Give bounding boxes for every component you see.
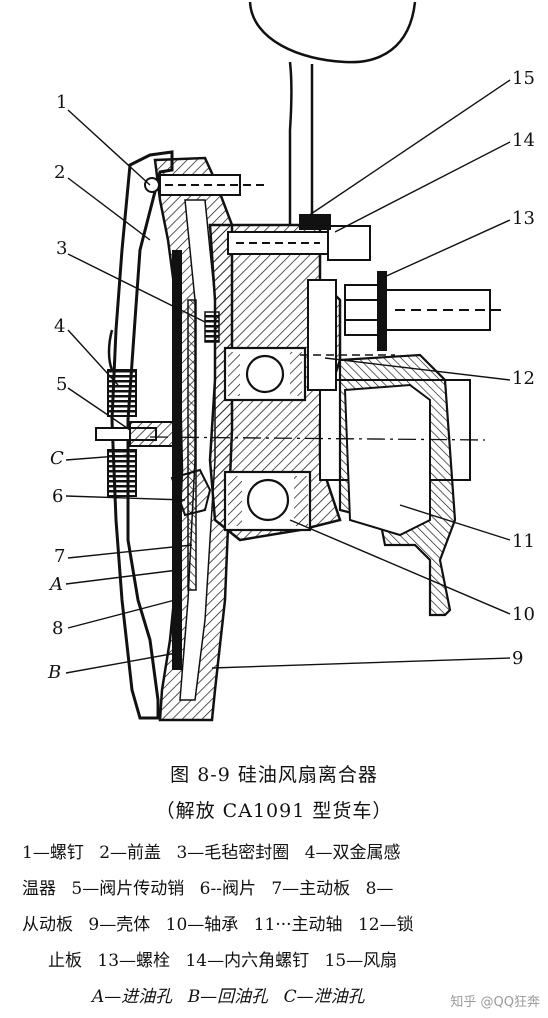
legend-item: 13—螺栓 [97, 951, 171, 971]
bearing-lower [223, 470, 312, 532]
legend-line-4: 止板 13—螺栓 14—内六角螺钉 15—风扇 [48, 946, 407, 971]
screw-1 [144, 174, 265, 196]
figure-title: 图 8-9 硅油风扇离合器 [170, 764, 378, 786]
callout-2: 2 [54, 162, 65, 183]
callout-C: C [50, 448, 64, 469]
lock-plate [300, 279, 395, 391]
legend-item: 11···主动轴 [253, 915, 343, 935]
driving-plate [187, 299, 197, 591]
figure-subtitle: （解放 CA1091 型货车） [155, 800, 393, 822]
hex-socket-screw [227, 214, 371, 261]
callout-12: 12 [512, 368, 535, 389]
valve-drive-pin [95, 421, 176, 447]
legend-item: 10—轴承 [165, 915, 239, 935]
legend-item: A—进油孔 [92, 987, 173, 1007]
legend-item: 15—风扇 [324, 951, 398, 971]
legend-item: 从动板 [22, 915, 73, 935]
callout-3: 3 [56, 238, 67, 259]
legend-item: C—泄油孔 [283, 987, 365, 1007]
callout-B: B [47, 662, 61, 683]
legend-item: 12—锁 [357, 915, 414, 935]
callout-14: 14 [512, 130, 535, 151]
legend-item: B—回油孔 [187, 987, 269, 1007]
callout-13: 13 [512, 208, 535, 229]
valve-plate [170, 468, 212, 517]
callout-15: 15 [512, 68, 535, 89]
legend-line-1: 1—螺钉 2—前盖 3—毛毡密封圈 4—双金属感 [22, 838, 411, 863]
watermark: 知乎 @QQ狂奔 [450, 995, 540, 1010]
callout-4: 4 [54, 316, 65, 337]
legend-item: 6--阀片 [199, 879, 256, 899]
bimetal-thermostat [107, 329, 137, 497]
callout-7: 7 [54, 546, 65, 567]
legend-item: 1—螺钉 [22, 843, 84, 863]
legend-item: 2—前盖 [99, 843, 162, 863]
main-shaft [208, 223, 471, 617]
callout-8: 8 [52, 618, 63, 639]
legend-item: 8— [365, 879, 394, 899]
bolt-13 [344, 271, 505, 351]
callout-1: 1 [56, 92, 67, 113]
legend-item: 4—双金属感 [304, 843, 401, 863]
callout-A: A [48, 574, 63, 595]
legend-item: 止板 [48, 951, 82, 971]
felt-seal [204, 311, 220, 343]
centerline [149, 436, 486, 441]
callout-5: 5 [56, 374, 67, 395]
legend-line-2: 温器 5—阀片传动销 6--阀片 7—主动板 8— [22, 874, 403, 899]
clutch-cross-section-diagram: 1 2 3 4 5 C 6 7 A 8 B 15 14 13 12 11 10 … [47, 1, 535, 722]
driven-plate [172, 250, 182, 670]
legend-item: 14—内六角螺钉 [185, 951, 310, 971]
leader-lines [65, 79, 511, 674]
callout-10: 10 [512, 604, 535, 625]
figure-caption: 图 8-9 硅油风扇离合器 （解放 CA1091 型货车） 1—螺钉 2—前盖 … [0, 752, 548, 1018]
legend-item: 3—毛毡密封圈 [176, 843, 290, 863]
legend-item: 5—阀片传动销 [71, 879, 185, 899]
callout-labels: 1 2 3 4 5 C 6 7 A 8 B 15 14 13 12 11 10 … [47, 68, 535, 683]
legend-line-5: A—进油孔 B—回油孔 C—泄油孔 [92, 982, 375, 1007]
callout-6: 6 [52, 486, 63, 507]
legend-item: 9—壳体 [88, 915, 151, 935]
callout-9: 9 [512, 648, 523, 669]
legend-line-3: 从动板 9—壳体 10—轴承 11···主动轴 12—锁 [22, 910, 424, 935]
bearing-upper [223, 346, 307, 402]
legend-item: 温器 [22, 879, 56, 899]
fan-blade [248, 1, 417, 225]
legend-item: 7—主动板 [271, 879, 351, 899]
callout-11: 11 [512, 531, 535, 552]
